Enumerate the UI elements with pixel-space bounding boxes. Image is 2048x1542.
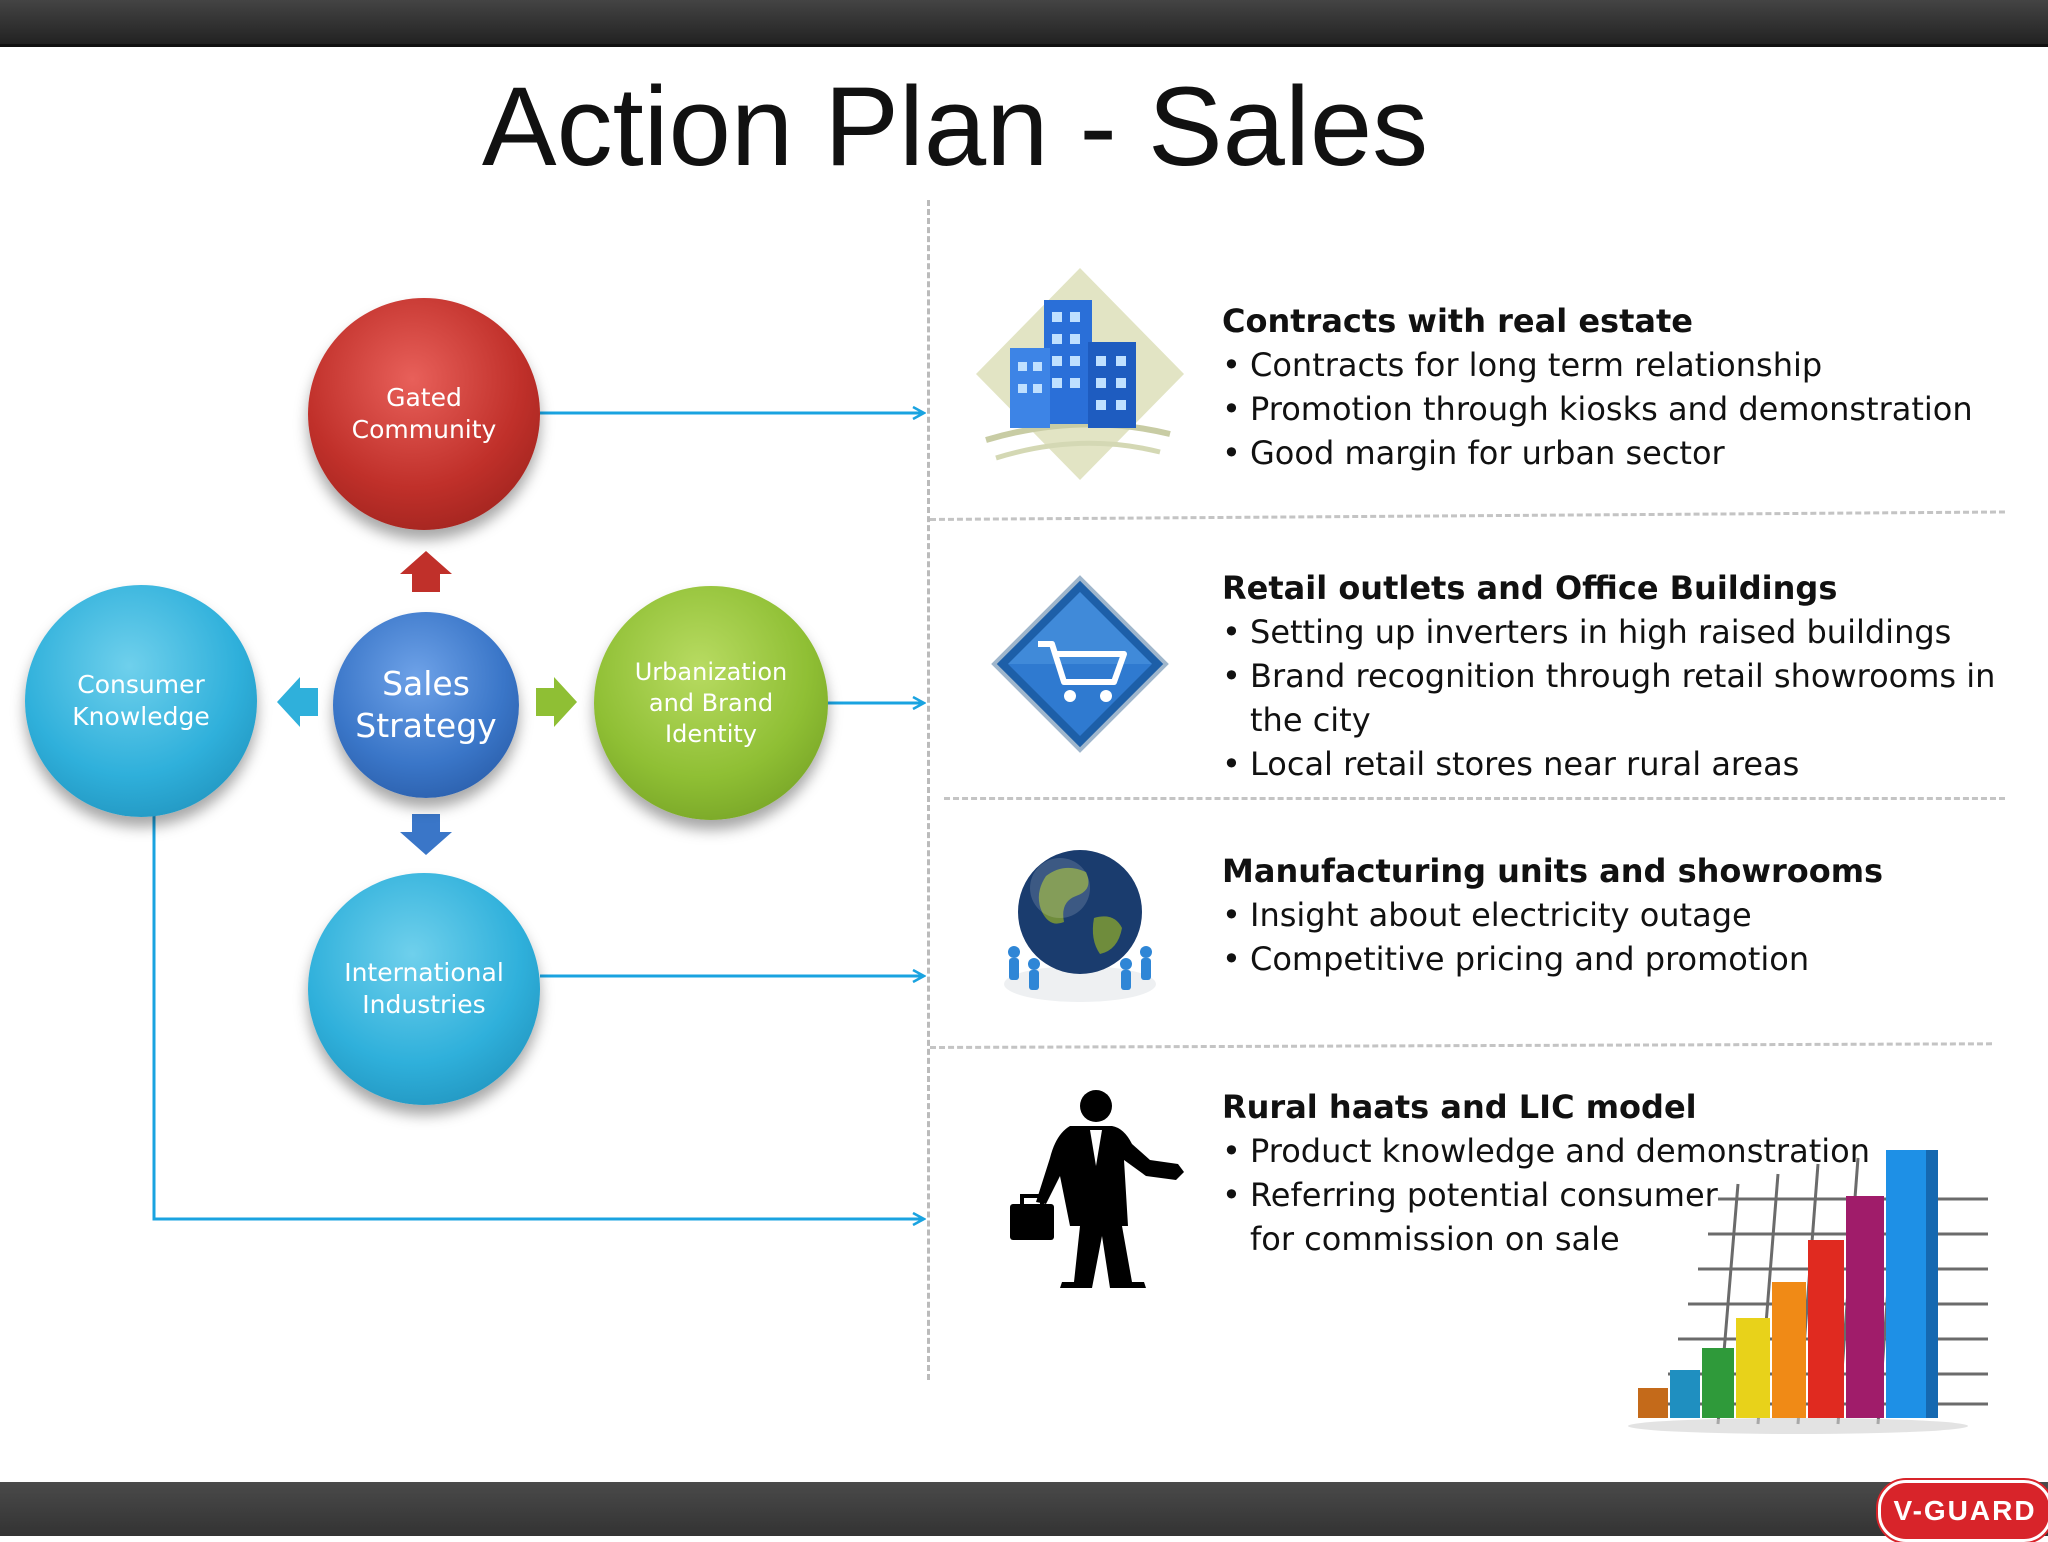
v-guard-logo: V-GUARD (1878, 1480, 2048, 1542)
section-heading: Manufacturing units and showrooms (1222, 852, 1884, 890)
bullet-item: Brand recognition through retail showroo… (1222, 654, 2022, 742)
connector-consumer (152, 815, 924, 1219)
bullet-item: Referring potential consumer for commiss… (1222, 1173, 1722, 1261)
bullet-item: Setting up inverters in high raised buil… (1222, 610, 2022, 654)
vertical-divider (927, 200, 930, 1380)
arrow-down-icon (400, 814, 452, 855)
section-rural: Rural haats and LIC model Product knowle… (1222, 1085, 1870, 1261)
arrow-right-icon (536, 677, 577, 727)
top-bar (0, 0, 2048, 47)
section-heading: Rural haats and LIC model (1222, 1088, 1697, 1126)
bullet-item: Insight about electricity outage (1222, 893, 2002, 937)
slide-title: Action Plan - Sales (481, 64, 1429, 189)
arrow-left-icon (277, 677, 318, 727)
bullet-item: Competitive pricing and promotion (1222, 937, 2002, 981)
bullet-item: Promotion through kiosks and demonstrati… (1222, 387, 2002, 431)
globe-icon (1004, 850, 1156, 1002)
bullet-item: Product knowledge and demonstration (1222, 1129, 1870, 1173)
section-heading: Contracts with real estate (1222, 302, 1693, 340)
section-heading: Retail outlets and Office Buildings (1222, 569, 1838, 607)
divider-2 (944, 797, 2005, 800)
businessman-icon (1010, 1090, 1184, 1288)
shopping-cart-icon (991, 575, 1169, 753)
arrow-up-icon (400, 551, 452, 592)
section-manufacturing: Manufacturing units and showrooms Insigh… (1222, 849, 2002, 981)
bullet-item: Contracts for long term relationship (1222, 343, 2002, 387)
bottom-bar (0, 1482, 2048, 1536)
bullet-item: Good margin for urban sector (1222, 431, 2002, 475)
bar-chart-icon (1628, 1150, 1988, 1434)
bullet-item: Local retail stores near rural areas (1222, 742, 2022, 786)
office-building-icon (976, 268, 1184, 480)
section-retail: Retail outlets and Office Buildings Sett… (1222, 566, 2022, 786)
section-real-estate: Contracts with real estate Contracts for… (1222, 299, 2002, 475)
